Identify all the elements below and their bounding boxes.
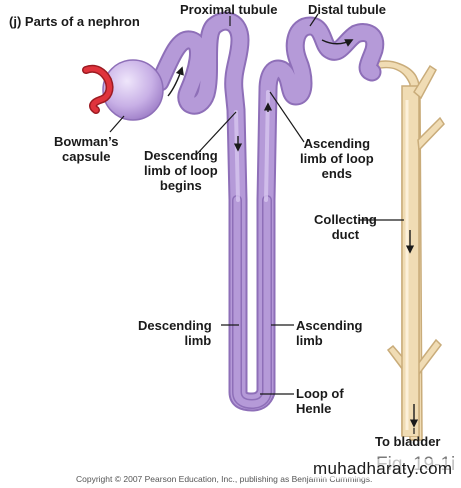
label-line: Ascending [296,318,363,333]
label-descending-limb-begins: Descending limb of loop begins [144,148,218,193]
figure-title: (j) Parts of a nephron [9,14,140,29]
label-line: ends [321,166,352,181]
panel-letter: (j) [9,14,22,29]
flow-arrows [167,39,419,428]
label-line: begins [159,178,202,193]
panel-title: Parts of a nephron [24,14,140,29]
label-line: Bowman’s [54,134,119,149]
copyright-note: Copyright © 2007 Pearson Education, Inc.… [76,474,373,484]
label-proximal-tubule: Proximal tubule [180,2,278,17]
leader-lines [109,13,415,434]
label-line: Descending [138,318,212,333]
label-ascending-limb: Ascending limb [296,318,362,348]
label-line: limb of loop [144,163,218,178]
label-line: limb of loop [300,151,374,166]
label-line: Loop of [296,386,344,401]
label-line: Ascending [303,136,371,151]
label-distal-tubule: Distal tubule [308,2,387,17]
watermark: muhadharaty.com [311,459,455,479]
label-bowmans-capsule: Bowman’s capsule [54,134,119,164]
bowmans-capsule-shape [82,59,164,121]
label-line: Henle [296,401,332,416]
label-line: Descending [144,148,218,163]
label-ascending-limb-ends: Ascending limb of loop ends [300,136,374,181]
label-line: duct [331,227,360,242]
label-line: limb [184,333,212,348]
label-line: Collecting [314,212,377,227]
label-descending-limb: Descending limb [138,318,212,348]
label-collecting-duct: Collecting duct [314,212,377,242]
label-line: limb [296,333,323,348]
collecting-duct-shape [360,60,445,441]
label-to-bladder: To bladder [375,434,441,449]
label-loop-of-henle: Loop of Henle [296,386,344,416]
label-line: capsule [62,149,111,164]
